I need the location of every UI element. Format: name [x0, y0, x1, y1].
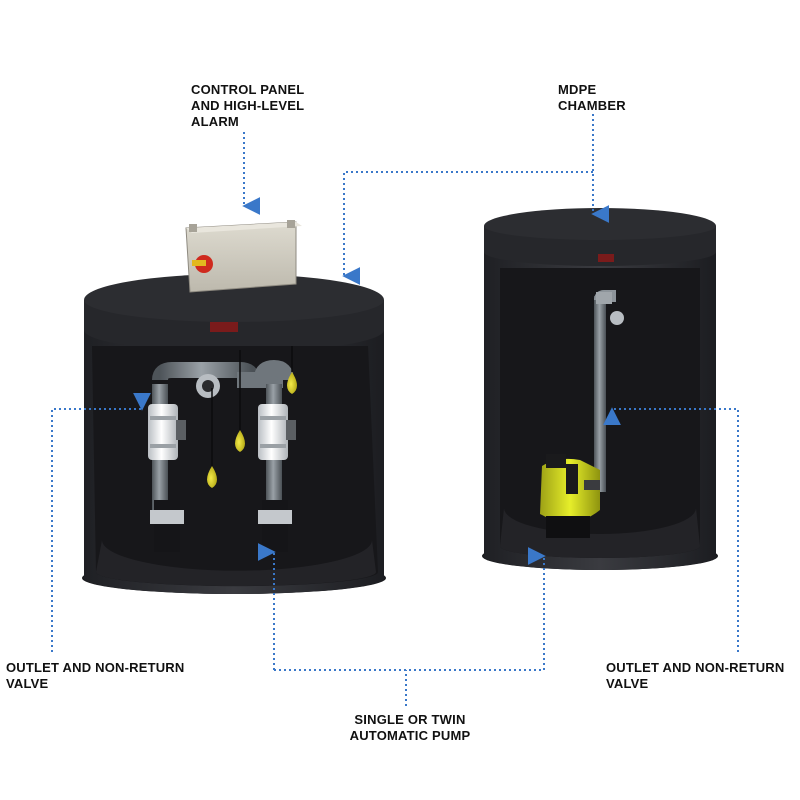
float-switch-2-icon	[235, 430, 245, 452]
leader-lines	[51, 114, 739, 706]
leader-outlet-right	[603, 407, 739, 652]
label-outlet-left-line-2: VALVE	[6, 676, 49, 691]
control-panel-box	[185, 220, 302, 293]
right-chamber	[482, 208, 718, 570]
right-pipework	[594, 290, 624, 492]
label-control-panel-line-1: CONTROL PANEL	[191, 82, 305, 97]
label-mdpe-line-2: CHAMBER	[558, 98, 626, 113]
left-valve-2	[258, 404, 296, 460]
right-pump	[540, 454, 600, 538]
label-control-panel-line-3: ALARM	[191, 114, 239, 129]
left-valve-1	[148, 404, 186, 460]
label-outlet-right-line-2: VALVE	[606, 676, 649, 691]
label-pump-line-1: SINGLE OR TWIN	[354, 712, 466, 727]
left-chamber-lid	[84, 274, 384, 326]
left-chamber-cutout	[92, 346, 378, 587]
label-outlet-right: OUTLET AND NON-RETURN VALVE	[606, 660, 784, 692]
left-pump-1	[150, 500, 184, 552]
leader-outlet-left	[51, 392, 151, 652]
label-control-panel-line-2: AND HIGH-LEVEL	[191, 98, 305, 113]
label-mdpe-chamber: MDPE CHAMBER	[558, 82, 626, 114]
label-outlet-left-line-1: OUTLET AND NON-RETURN	[6, 660, 185, 675]
label-outlet-right-line-1: OUTLET AND NON-RETURN	[606, 660, 785, 675]
right-chamber-lid	[484, 208, 716, 244]
left-chamber-seal	[210, 322, 238, 332]
label-pump-line-2: AUTOMATIC PUMP	[349, 728, 471, 743]
float-switch-1-icon	[287, 372, 297, 394]
label-control-panel: CONTROL PANEL AND HIGH-LEVEL ALARM	[191, 82, 304, 130]
label-pump: SINGLE OR TWIN AUTOMATIC PUMP	[344, 712, 476, 744]
label-mdpe-line-1: MDPE	[558, 82, 597, 97]
label-outlet-left: OUTLET AND NON-RETURN VALVE	[6, 660, 184, 692]
float-switch-3-icon	[207, 466, 217, 488]
left-pump-2	[258, 500, 292, 552]
left-chamber	[82, 220, 386, 594]
left-chamber-floor	[96, 540, 376, 586]
